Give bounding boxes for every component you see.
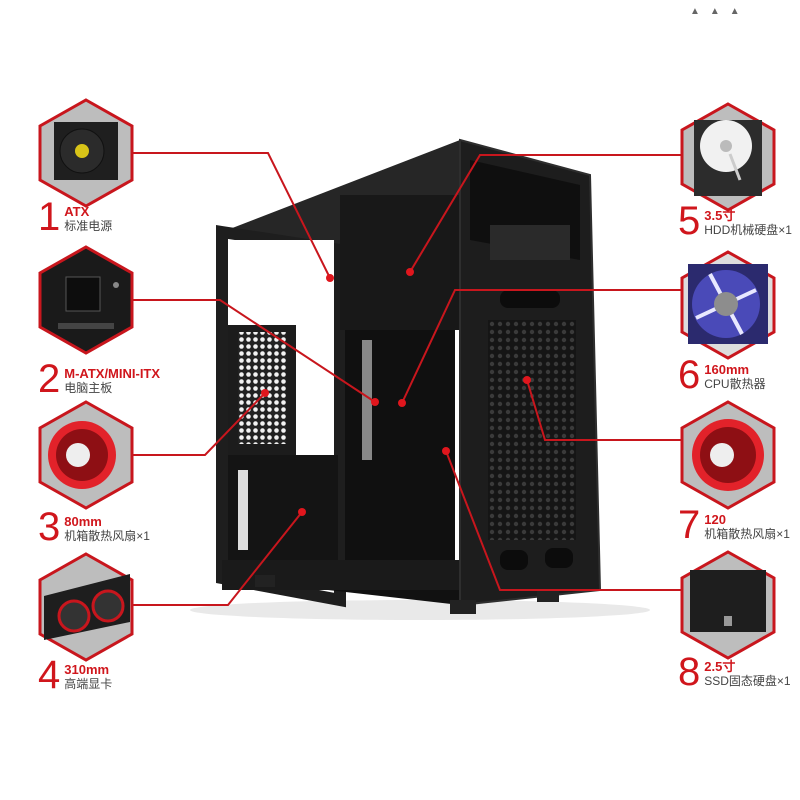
component-spec: 120: [704, 512, 726, 527]
component-spec: 160mm: [704, 362, 750, 377]
component-desc: 机箱散热风扇×1: [64, 529, 150, 543]
leader-lines: [130, 152, 682, 606]
component-number: 3: [38, 505, 61, 549]
component-spec: 3.5寸: [704, 208, 736, 223]
hex-power-supply: [38, 98, 134, 208]
label-component-7: 7 120 机箱散热风扇×1: [678, 503, 790, 547]
component-desc: 标准电源: [64, 219, 113, 233]
component-number: 4: [38, 653, 61, 697]
component-spec: ATX: [64, 204, 90, 219]
component-number: 6: [678, 353, 701, 397]
component-desc: 机箱散热风扇×1: [704, 527, 790, 541]
label-component-6: 6 160mm CPU散热器: [678, 353, 766, 397]
component-desc: 高端显卡: [64, 677, 113, 691]
label-component-5: 5 3.5寸 HDD机械硬盘×1: [678, 199, 792, 243]
hex-hard-disk: [680, 102, 776, 212]
component-number: 7: [678, 503, 701, 547]
component-desc: CPU散热器: [704, 377, 766, 391]
hex-graphics-card: [38, 552, 134, 662]
label-component-3: 3 80mm 机箱散热风扇×1: [38, 505, 150, 549]
component-desc: HDD机械硬盘×1: [704, 223, 792, 237]
hex-120mm-fan: [680, 400, 776, 510]
hex-cpu-cooler: [680, 250, 776, 360]
component-number: 8: [678, 650, 701, 694]
component-spec: 80mm: [64, 514, 102, 529]
component-number: 2: [38, 357, 61, 401]
component-spec: 2.5寸: [704, 659, 736, 674]
component-number: 1: [38, 195, 61, 239]
label-component-4: 4 310mm 高端显卡: [38, 653, 113, 697]
component-desc: 电脑主板: [64, 381, 113, 395]
component-spec: 310mm: [64, 662, 110, 677]
component-number: 5: [678, 199, 701, 243]
component-desc: SSD固态硬盘×1: [704, 674, 791, 688]
top-mark: ▲▲▲: [690, 6, 750, 17]
hex-motherboard: [38, 245, 134, 355]
component-spec: M-ATX/MINI-ITX: [64, 366, 161, 381]
hex-80mm-fan: [38, 400, 134, 510]
label-component-1: 1 ATX 标准电源: [38, 195, 113, 239]
label-component-8: 8 2.5寸 SSD固态硬盘×1: [678, 650, 791, 694]
hex-ssd: [680, 550, 776, 660]
label-component-2: 2 M-ATX/MINI-ITX 电脑主板: [38, 357, 161, 401]
